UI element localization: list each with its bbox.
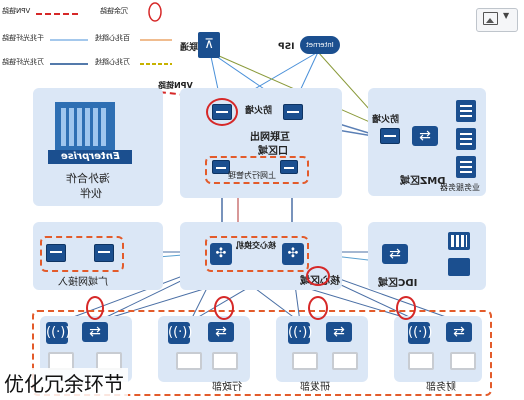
access-4-pc-icon [408,352,434,370]
access-4-uplink-highlight [396,296,416,320]
idc-zone-title: IDC区域 [378,278,418,289]
access-2-label: 行政部 [212,382,242,393]
access-3-pc-2-icon [332,352,358,370]
core-switch-label: 核心交换机 [236,241,276,250]
dmz-switch-icon [412,126,438,146]
wan-router-right-icon [94,244,114,262]
behavior-mgmt-left-icon [212,160,230,174]
carrier-tower-icon: ⊼ [198,32,220,58]
access-2-switch-icon [208,322,234,342]
enterprise-text-2: 伙伴 [80,187,102,200]
idc-storage-icon [448,232,470,250]
chevron-down-icon: ▼ [503,11,510,20]
enterprise-building-icon [55,102,115,152]
access-2-uplink-highlight [214,296,234,320]
behavior-mgmt-right-icon [280,160,298,174]
legend-heartbeat-label: 百兆心跳线 [95,34,130,42]
legend-10g-heartbeat-label: 万兆心跳线 [95,58,130,66]
idc-monitor-icon [448,258,470,276]
access-1-uplink-highlight [86,296,104,320]
dmz-servers-label: 业务服务器 [440,183,480,192]
dmz-zone-title: DMZ区域 [400,176,446,187]
access-layer-group [32,310,492,396]
wan-router-left-icon [46,244,66,262]
image-toolbar-button[interactable]: ▼ [476,8,518,32]
legend-vpn-label: VPN链路 [2,7,31,15]
legend-panel: VPN链路 冗余链路 千兆光纤链路 百兆心跳线 万兆光纤链路 万兆心跳线 [0,0,176,76]
core-switch-left-icon: ✣ [210,243,232,265]
dmz-server-1-icon [456,100,476,122]
enterprise-banner: Enterprise [48,150,132,164]
carrier-label: 联通 [180,43,199,53]
wan-router-group [40,236,124,272]
core-switch-group [205,236,309,272]
access-4-wifi-icon: ((·)) [408,322,432,344]
dmz-server-2-icon [456,128,476,150]
access-3-switch-icon [326,322,352,342]
access-3-uplink-highlight [308,296,328,320]
access-2-wifi-icon: ((·)) [168,322,192,344]
behavior-mgmt-group [205,156,309,184]
legend-fiber-label: 千兆光纤链路 [2,34,44,42]
firewall-right-icon [283,104,303,120]
behavior-mgmt-label: 上网行为管理 [228,171,276,180]
enterprise-text-1: 海外合作 [66,172,110,185]
access-1-wifi-icon: ((·)) [46,322,70,344]
caption-text: 优化冗余环节 [0,368,128,397]
access-3-pc-icon [292,352,318,370]
core-switch-right-icon: ✣ [282,243,304,265]
legend-redundant-label: 冗余链路 [100,7,128,15]
dmz-firewall-label: 防火墙 [372,115,400,125]
internet-cloud-icon: Internet [300,36,340,54]
isp-label: ISP [278,42,295,52]
egress-zone-title-1: 互联网出 [250,132,290,143]
legend-10g-fiber-label: 万兆光纤链路 [2,58,44,66]
access-2-pc-icon [176,352,202,370]
access-3-wifi-icon: ((·)) [288,322,312,344]
image-icon [483,12,498,25]
dmz-firewall-icon [380,128,400,144]
egress-firewall-label: 防火墙 [245,106,273,116]
idc-switch-icon [382,244,408,264]
access-4-switch-icon [446,322,472,342]
access-2-pc-2-icon [212,352,238,370]
dmz-server-3-icon [456,156,476,178]
egress-zone-title-2: 口区域 [258,146,288,157]
wan-zone-title: 广域网接入 [58,277,108,288]
core-link-highlight [306,266,330,286]
access-1-switch-icon [82,322,108,342]
access-3-label: 研发部 [300,382,330,393]
redundant-firewall-highlight [206,98,238,126]
access-4-pc-2-icon [450,352,476,370]
access-4-label: 财务部 [426,382,456,393]
